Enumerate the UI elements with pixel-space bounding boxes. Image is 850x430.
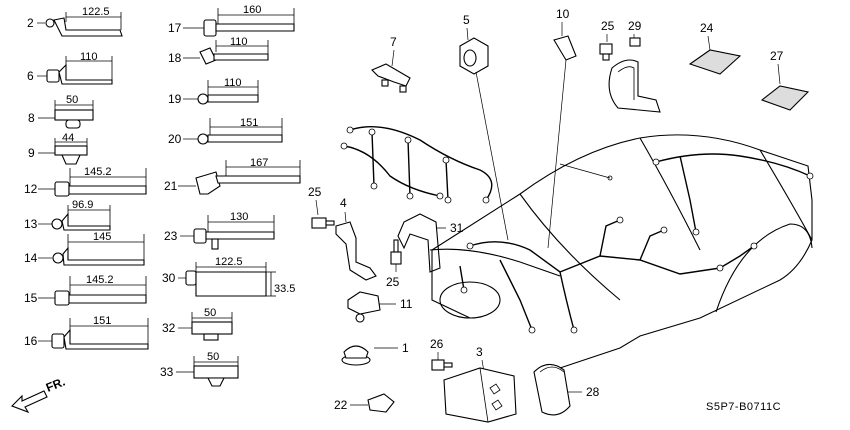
part-28-pad: 28 (533, 363, 600, 416)
part-22-clip: 22 (334, 393, 395, 413)
clip-14: 14 145 (24, 231, 145, 266)
dimension-21: 167 (250, 157, 268, 169)
callout-25-top: 25 (601, 19, 615, 33)
callout-33: 33 (160, 365, 174, 379)
callout-14: 14 (24, 251, 38, 265)
dimension-19: 110 (224, 77, 242, 89)
callout-1: 1 (402, 341, 409, 355)
dimension-9: 44 (62, 132, 74, 144)
callout-4: 4 (340, 196, 347, 210)
callout-20: 20 (168, 132, 182, 146)
clip-20: 20 151 (168, 117, 283, 146)
callout-19: 19 (168, 92, 182, 106)
callout-22: 22 (334, 398, 348, 412)
clip-17: 17 160 (168, 4, 295, 37)
part-29-bracket: 29 (608, 19, 661, 113)
dimension-30: 122.5 (215, 256, 243, 268)
part-10-clip: 10 (547, 7, 577, 249)
part-24-pad: 24 (688, 21, 742, 75)
clip-6: 6 110 (27, 51, 113, 85)
callout-3: 3 (476, 345, 483, 359)
part-3-bracket: 3 (443, 345, 517, 423)
callout-11: 11 (400, 297, 413, 311)
callout-17: 17 (168, 21, 182, 35)
clip-32: 32 50 (162, 307, 233, 341)
callout-23: 23 (164, 229, 178, 243)
clip-33: 33 50 (160, 351, 239, 387)
callout-27: 27 (770, 49, 784, 63)
part-25-bolt-left: 25 (308, 185, 335, 229)
dimension-30-height: 33.5 (274, 283, 295, 295)
clip-16: 16 151 (24, 315, 149, 350)
part-5-grommet: 5 (459, 13, 509, 241)
part-25-bolt-center: 25 (386, 239, 402, 289)
clip-8: 8 50 (28, 94, 94, 129)
callout-10: 10 (556, 7, 570, 21)
callout-9: 9 (28, 146, 35, 160)
callout-26: 26 (430, 337, 444, 351)
front-direction-arrow: FR. (11, 375, 67, 414)
dimension-33: 50 (207, 351, 219, 363)
callout-25-center: 25 (386, 275, 400, 289)
callout-8: 8 (28, 111, 35, 125)
callout-25-left: 25 (308, 185, 322, 199)
dimension-12: 145.2 (84, 166, 112, 178)
callout-16: 16 (24, 334, 38, 348)
catalog-code: S5P7-B0711C (706, 401, 781, 413)
clip-12: 12 145.2 (24, 166, 147, 197)
part-25-bolt-top: 25 (599, 19, 615, 61)
front-direction-label: FR. (44, 375, 67, 395)
part-7-bracket: 7 (371, 35, 411, 93)
callout-2: 2 (27, 16, 34, 30)
dimension-15: 145.2 (86, 274, 114, 286)
dimension-6: 110 (80, 51, 98, 63)
dimension-2: 122.5 (82, 6, 110, 18)
callout-5: 5 (463, 13, 470, 27)
wire-harness (340, 125, 814, 334)
clip-23: 23 130 (164, 211, 275, 250)
dimension-17: 160 (243, 4, 261, 16)
vehicle-body-outline (429, 134, 813, 369)
callout-13: 13 (24, 217, 38, 231)
part-27-pad: 27 (760, 49, 810, 111)
callout-12: 12 (24, 182, 38, 196)
dimension-18: 110 (230, 36, 248, 48)
dimension-20: 151 (240, 117, 258, 129)
dimension-8: 50 (66, 94, 78, 106)
callout-6: 6 (27, 69, 34, 83)
callout-29: 29 (628, 19, 642, 33)
clip-30: 30 122.5 33.5 (162, 256, 295, 297)
part-26-bolt: 26 (430, 337, 453, 371)
part-31-bracket: 31 (397, 213, 464, 273)
dimension-14: 145 (93, 231, 111, 243)
clip-13: 13 96.9 (24, 199, 111, 231)
callout-7: 7 (390, 35, 397, 49)
clip-2: 2 122.5 (27, 6, 123, 37)
dimension-32: 50 (204, 307, 216, 319)
dimension-16: 151 (93, 315, 111, 327)
part-1-grommet: 1 (341, 341, 409, 366)
callout-15: 15 (24, 291, 38, 305)
callout-21: 21 (164, 179, 178, 193)
dimension-23: 130 (230, 211, 248, 223)
callout-30: 30 (162, 271, 176, 285)
clip-18: 18 110 (168, 36, 269, 65)
part-11-clip: 11 (347, 291, 413, 323)
callout-18: 18 (168, 51, 182, 65)
callout-32: 32 (162, 321, 176, 335)
dimension-13: 96.9 (72, 199, 93, 211)
clip-9: 9 44 (28, 132, 88, 165)
part-4-bracket: 4 (335, 196, 377, 281)
clip-19: 19 110 (168, 77, 259, 106)
callout-24: 24 (700, 21, 714, 35)
clip-15: 15 145.2 (24, 274, 147, 306)
callout-28: 28 (586, 385, 600, 399)
clip-21: 21 167 (164, 157, 301, 195)
callout-31: 31 (450, 221, 464, 235)
